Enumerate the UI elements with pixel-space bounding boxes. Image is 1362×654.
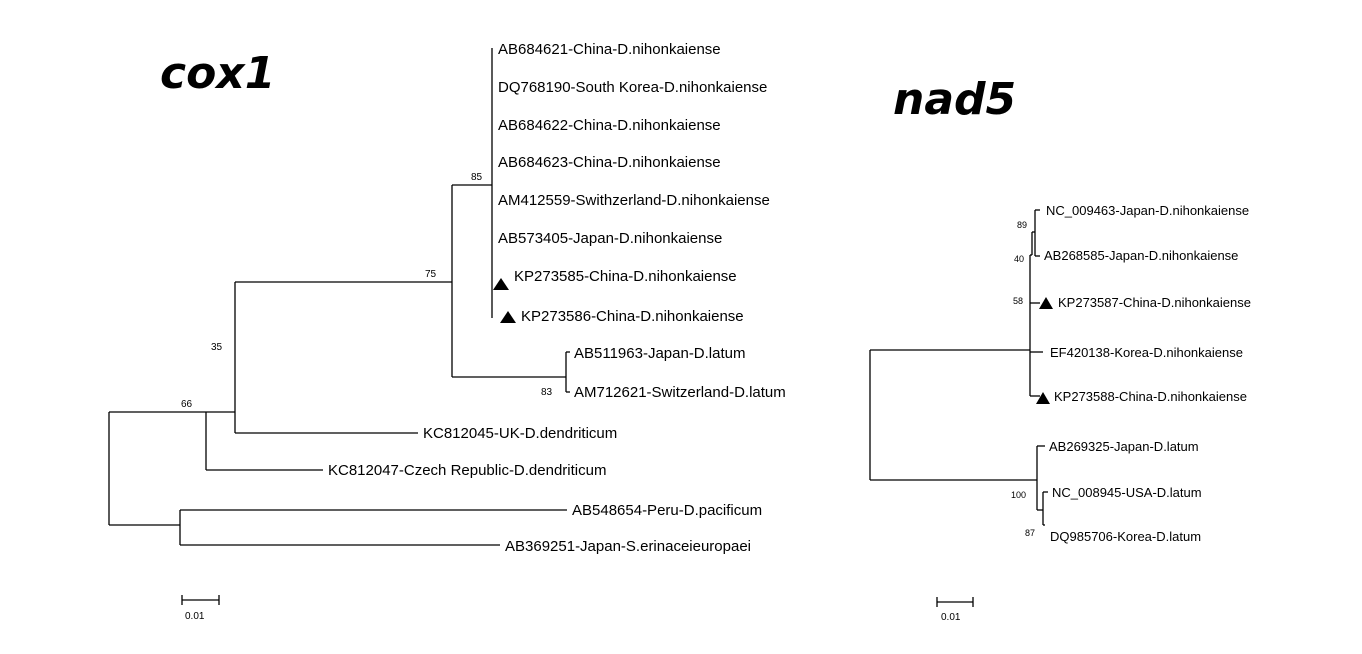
cox1-title: cox1 <box>160 48 275 99</box>
cox1-triangle-marker-kp273585 <box>493 278 509 290</box>
cox1-taxon-label: AB684622-China-D.nihonkaiense <box>498 117 721 134</box>
cox1-taxon-label: AM412559-Swithzerland-D.nihonkaiense <box>498 192 770 209</box>
cox1-triangle-marker-kp273586 <box>500 311 516 323</box>
cox1-tree: cox1 <box>108 41 786 622</box>
cox1-taxon-label: AB511963-Japan-D.latum <box>574 345 746 362</box>
cox1-taxon-label: AB573405-Japan-D.nihonkaiense <box>498 230 722 247</box>
cox1-taxon-label: KP273586-China-D.nihonkaiense <box>521 308 744 325</box>
nad5-bootstrap-89: 89 <box>1017 220 1027 230</box>
cox1-taxon-label: AB684621-China-D.nihonkaiense <box>498 41 721 58</box>
cox1-taxon-label: AB548654-Peru-D.pacificum <box>572 502 762 519</box>
cox1-bootstrap-85: 85 <box>471 172 483 183</box>
cox1-taxon-label: AB369251-Japan-S.erinaceieuropaei <box>505 538 751 555</box>
nad5-bootstrap-40: 40 <box>1014 254 1024 264</box>
nad5-title: nad5 <box>893 74 1016 125</box>
cox1-taxon-label: DQ768190-South Korea-D.nihonkaiense <box>498 79 767 96</box>
cox1-bootstrap-66: 66 <box>181 399 193 410</box>
nad5-bootstrap-58: 58 <box>1013 296 1023 306</box>
nad5-triangle-marker-kp273588 <box>1036 392 1050 404</box>
nad5-bootstrap-100: 100 <box>1011 490 1026 500</box>
nad5-taxon-label: KP273588-China-D.nihonkaiense <box>1054 389 1247 404</box>
nad5-scale-bar: 0.01 <box>936 597 974 623</box>
cox1-taxon-label: AB684623-China-D.nihonkaiense <box>498 154 721 171</box>
nad5-bootstrap-87: 87 <box>1025 528 1035 538</box>
nad5-triangle-marker-kp273587 <box>1039 297 1053 309</box>
nad5-tree: nad5 <box>869 74 1251 623</box>
nad5-taxon-label: DQ985706-Korea-D.latum <box>1050 529 1201 544</box>
cox1-scale-bar: 0.01 <box>181 595 220 622</box>
nad5-taxon-label: AB269325-Japan-D.latum <box>1049 439 1199 454</box>
cox1-branches <box>108 48 570 546</box>
cox1-taxon-label: KC812045-UK-D.dendriticum <box>423 425 617 442</box>
cox1-scale-label: 0.01 <box>185 611 205 622</box>
nad5-branches <box>869 209 1048 526</box>
cox1-taxon-label: AM712621-Switzerland-D.latum <box>574 384 786 401</box>
nad5-taxon-label: AB268585-Japan-D.nihonkaiense <box>1044 248 1238 263</box>
cox1-taxon-label: KP273585-China-D.nihonkaiense <box>514 268 737 285</box>
nad5-scale-label: 0.01 <box>941 612 961 623</box>
nad5-taxon-label: KP273587-China-D.nihonkaiense <box>1058 295 1251 310</box>
nad5-taxon-label: EF420138-Korea-D.nihonkaiense <box>1050 345 1243 360</box>
nad5-taxon-label: NC_008945-USA-D.latum <box>1052 485 1202 500</box>
cox1-taxon-label: KC812047-Czech Republic-D.dendriticum <box>328 462 606 479</box>
cox1-bootstrap-83: 83 <box>541 387 553 398</box>
nad5-taxon-label: NC_009463-Japan-D.nihonkaiense <box>1046 203 1249 218</box>
cox1-bootstrap-35: 35 <box>211 342 223 353</box>
cox1-bootstrap-75: 75 <box>425 269 437 280</box>
